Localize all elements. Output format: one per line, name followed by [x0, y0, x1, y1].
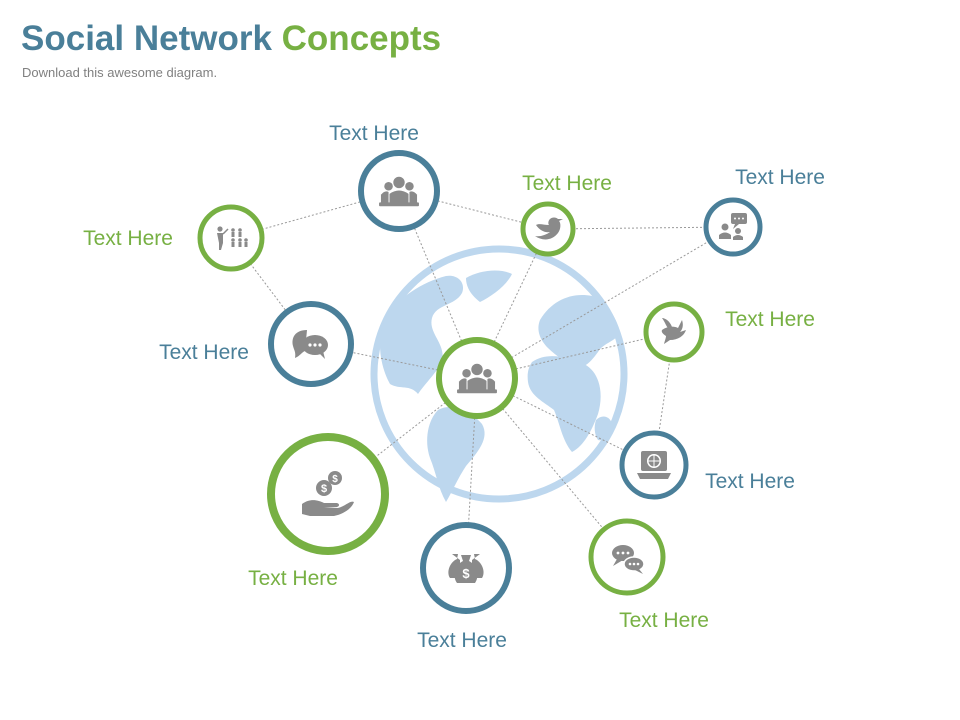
node-label: Text Here: [248, 567, 338, 590]
subtitle: Download this awesome diagram.: [22, 65, 218, 80]
globe-ring: [370, 245, 628, 503]
speech-bubbles-icon: [292, 330, 328, 359]
node-label: Text Here: [417, 629, 507, 652]
node-label: Text Here: [159, 341, 249, 364]
svg-text:$: $: [321, 483, 327, 495]
node-label: Text Here: [725, 308, 815, 331]
globe-continents: [379, 270, 620, 502]
page-title: Social Network Concepts: [21, 18, 441, 60]
node-circle: [703, 197, 763, 257]
node-dove[interactable]: Text Here: [643, 301, 815, 363]
hub-node: [436, 337, 518, 419]
connector-line: [476, 226, 734, 379]
chat-bubbles-icon: [612, 545, 645, 574]
node-computer[interactable]: Text Here: [619, 430, 795, 500]
node-left-chat[interactable]: Text Here: [159, 301, 354, 387]
node-left-upper[interactable]: Text Here: [83, 204, 265, 272]
node-top[interactable]: Text Here: [329, 122, 440, 232]
node-circle: [197, 204, 265, 272]
money-bags-icon: $: [448, 554, 484, 583]
node-label: Text Here: [705, 470, 795, 493]
presentation-audience-icon: [217, 226, 248, 250]
computer-globe-icon: [637, 451, 671, 479]
dove-icon: [661, 318, 686, 344]
node-label: Text Here: [329, 122, 419, 145]
svg-text:$: $: [332, 474, 338, 485]
node-label: Text Here: [83, 227, 173, 250]
title-part-blue: Social Network: [21, 19, 272, 58]
meeting-icon: [719, 213, 747, 240]
connector-line: [547, 226, 734, 230]
connector-line: [476, 377, 628, 558]
node-label: Text Here: [735, 166, 825, 189]
globe-graphic: [370, 245, 628, 503]
node-label: Text Here: [522, 172, 612, 195]
bird-icon: [535, 217, 563, 240]
node-label: Text Here: [619, 609, 709, 632]
connector-line: [476, 228, 549, 379]
node-money-hand[interactable]: $ $ Text Here: [248, 433, 389, 590]
money-hand-icon: $ $: [302, 471, 354, 516]
svg-text:$: $: [462, 566, 470, 581]
node-meeting[interactable]: Text Here: [703, 166, 825, 257]
node-bird[interactable]: Text Here: [520, 172, 612, 257]
title-part-green: Concepts: [281, 19, 442, 58]
node-chat-bottom[interactable]: Text Here: [588, 518, 709, 632]
node-money-bags[interactable]: $ Text Here: [417, 522, 512, 652]
